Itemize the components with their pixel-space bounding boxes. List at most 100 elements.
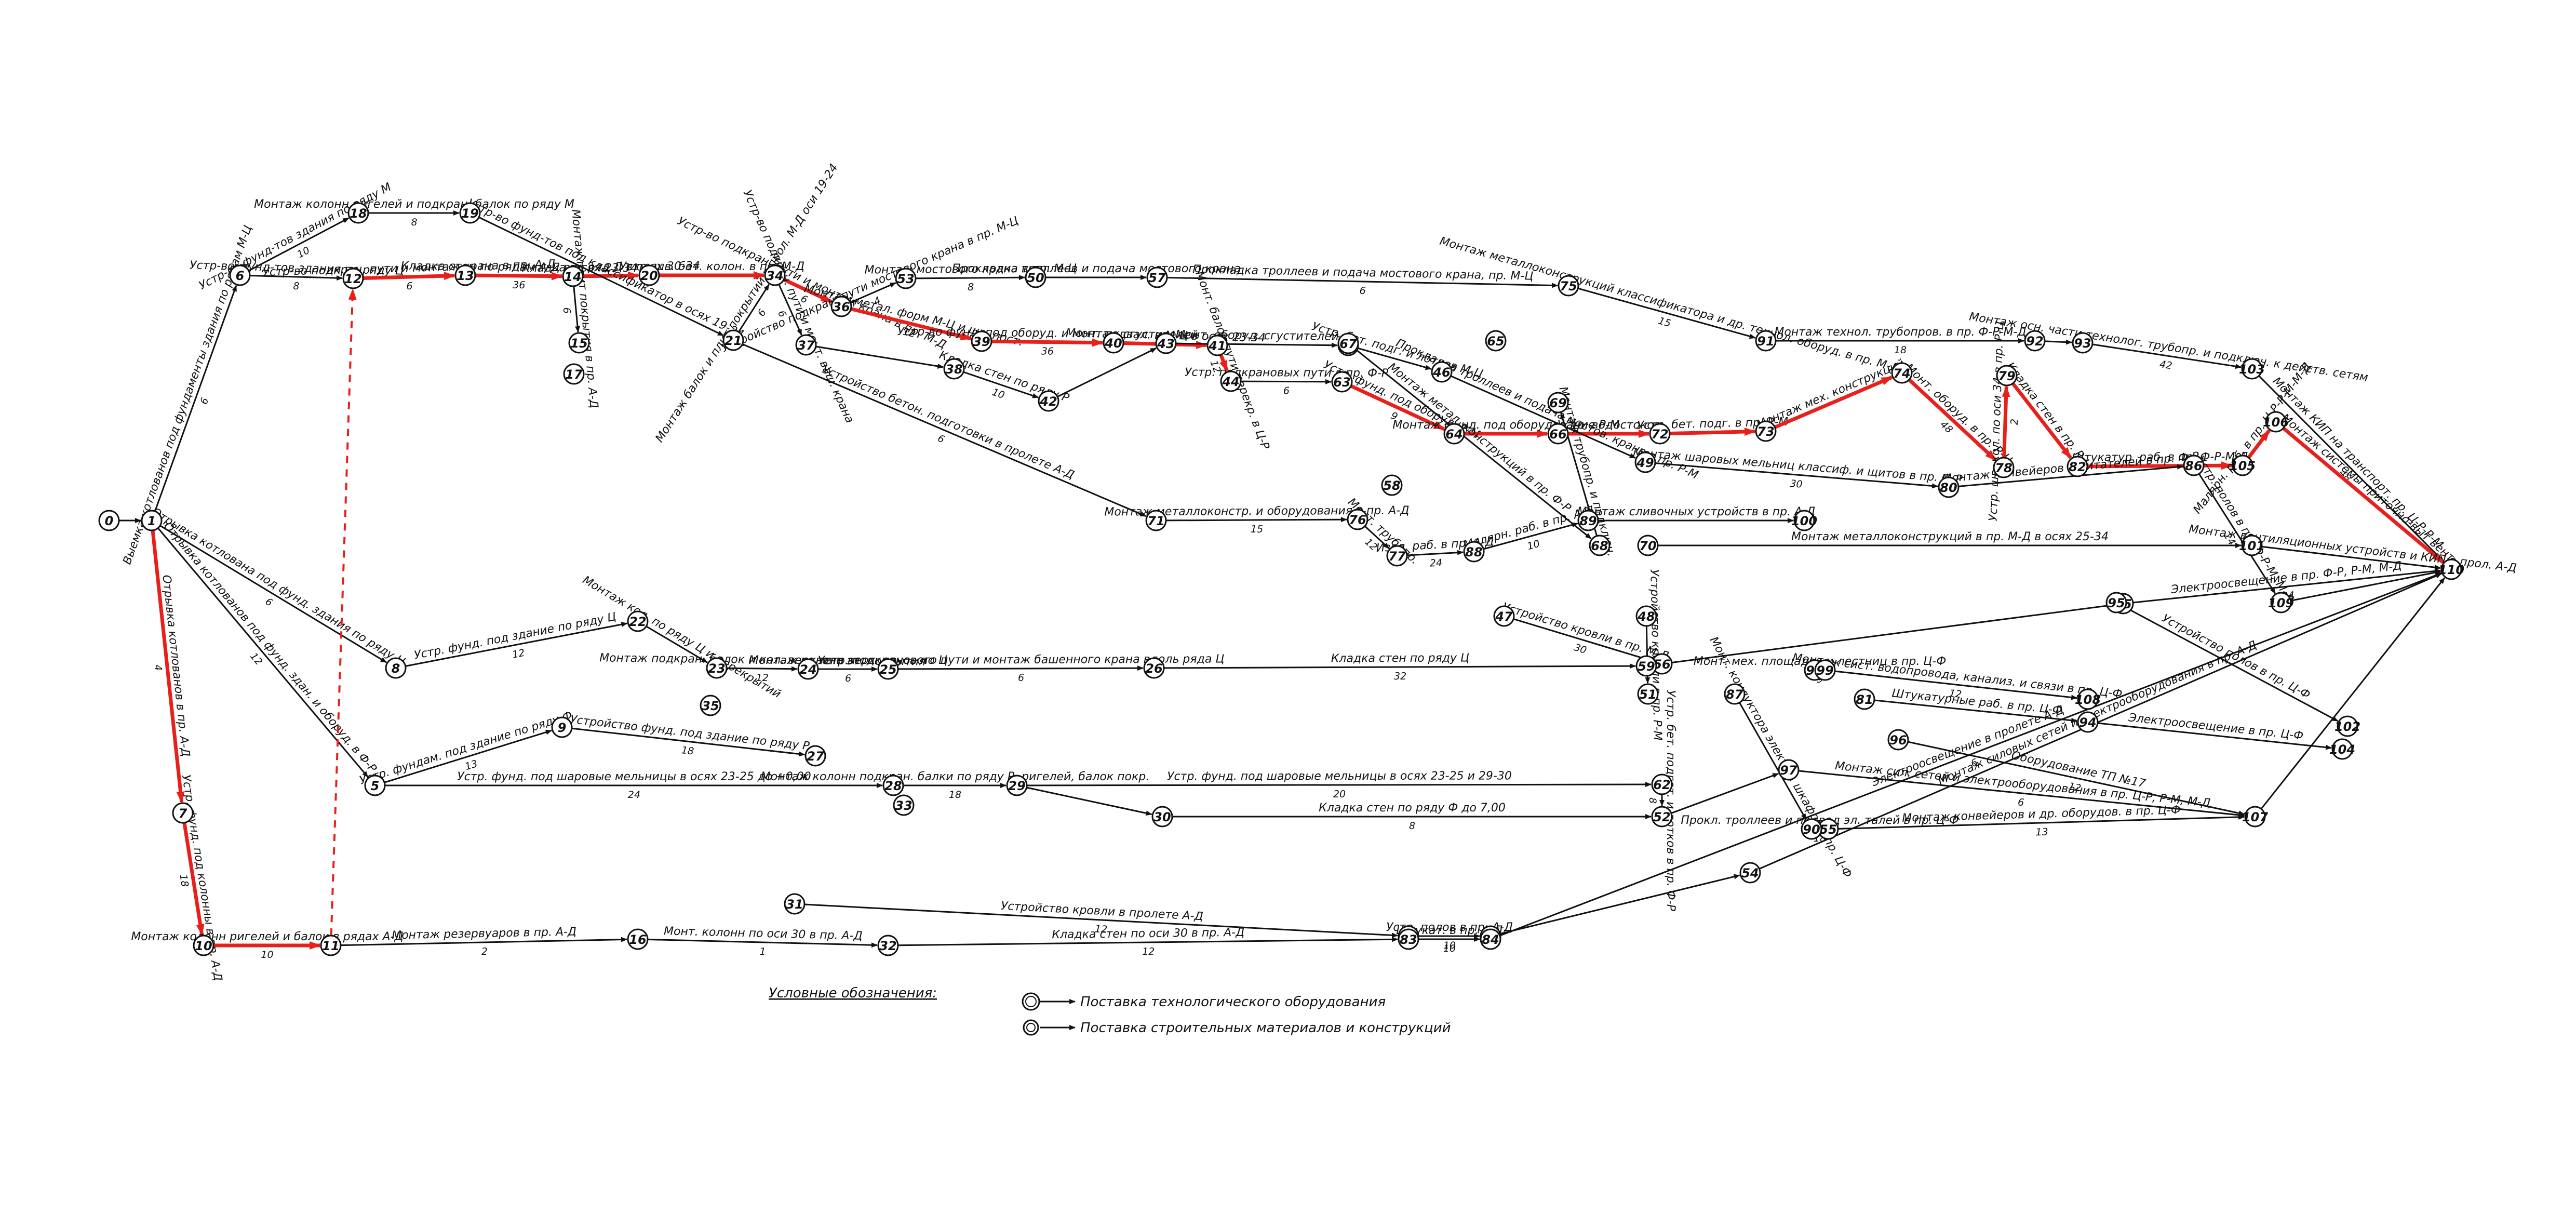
event-node-93: 93 bbox=[2072, 332, 2094, 354]
node-circle bbox=[1755, 330, 1777, 352]
node-circle bbox=[1547, 392, 1569, 414]
edge-label: Устр. фунд. под шаровые мельницы в осях … bbox=[1167, 769, 1512, 783]
edge-label: Монтаж силовых сетей и электрооборудован… bbox=[1936, 638, 2259, 788]
edge-line bbox=[1739, 702, 1807, 820]
node-circle bbox=[895, 268, 917, 289]
edge-duration: 8 bbox=[968, 282, 974, 293]
event-node-72: 72 bbox=[1649, 423, 1671, 445]
event-node-107: 107 bbox=[2242, 806, 2268, 828]
node-number: 97 bbox=[1780, 763, 1797, 778]
event-node-36: 36 bbox=[830, 296, 852, 317]
edge-label: Монт. оборуд. сгустителей bbox=[1175, 328, 1339, 343]
node-number: 110 bbox=[2438, 563, 2464, 577]
edge-89-100: Монтаж сливочных устройств в пр. А-Д bbox=[1577, 505, 1815, 523]
node-number: 105 bbox=[2230, 459, 2256, 473]
edge-label: Кладка стен по рядам А-Д в осях 23-34 bbox=[400, 260, 637, 275]
node-circle bbox=[804, 745, 826, 767]
event-node-19: 19 bbox=[459, 202, 481, 224]
node-circle bbox=[1006, 775, 1028, 796]
node-circle bbox=[1649, 423, 1671, 445]
event-node-0: 0 bbox=[98, 510, 120, 531]
node-number: 88 bbox=[1465, 545, 1482, 559]
edge-line bbox=[2044, 339, 2073, 345]
node-circle bbox=[1038, 390, 1059, 412]
edge-line bbox=[646, 625, 708, 663]
node-circle bbox=[1206, 335, 1228, 356]
event-node-17: 17 bbox=[563, 363, 585, 385]
edge-line bbox=[850, 282, 896, 303]
node-number: 78 bbox=[1995, 461, 2012, 475]
node-circle bbox=[364, 775, 386, 796]
edge-duration: 1 bbox=[759, 946, 766, 957]
double-circle-small-inner-icon bbox=[1026, 1023, 1036, 1032]
node-circle bbox=[627, 610, 649, 632]
edge-line bbox=[151, 530, 185, 804]
edge-duration: 10 bbox=[296, 245, 312, 261]
node-number: 37 bbox=[797, 338, 815, 353]
node-circle bbox=[1431, 361, 1453, 383]
event-node-33: 33 bbox=[893, 794, 915, 816]
edge-line bbox=[1165, 517, 1348, 523]
node-circle bbox=[347, 202, 369, 224]
node-number: 31 bbox=[786, 897, 803, 912]
event-node-54: 54 bbox=[1739, 862, 1761, 884]
edge-line bbox=[330, 288, 357, 936]
edge-duration: 12 bbox=[756, 672, 769, 684]
edge-duration: 6 bbox=[1283, 385, 1290, 396]
node-number: 46 bbox=[1432, 365, 1450, 380]
edge-line bbox=[1908, 741, 2245, 816]
edge-line bbox=[2092, 343, 2242, 369]
edge-duration: 6 bbox=[936, 433, 946, 446]
event-node-55: 55 bbox=[1817, 818, 1839, 840]
node-number: 106 bbox=[2263, 415, 2289, 430]
event-node-5: 5 bbox=[364, 775, 386, 796]
edge-line bbox=[154, 285, 237, 512]
event-node-100: 100 bbox=[1791, 510, 1817, 531]
node-circle bbox=[877, 935, 899, 956]
node-number: 71 bbox=[1147, 514, 1164, 528]
edge-line bbox=[1837, 814, 2245, 830]
event-node-75: 75 bbox=[1558, 275, 1579, 297]
edge-label: Монтаж колонн ригелей и балок в рядах А-… bbox=[131, 930, 403, 943]
node-circle bbox=[2077, 688, 2099, 710]
edge-label: Электроосвещение в пр. Ц-Ф bbox=[2127, 711, 2304, 743]
node-circle bbox=[2077, 711, 2099, 733]
edge-label: Прокладка троллеев и подача мостового кр… bbox=[1192, 263, 1534, 283]
edge-94-104: Электроосвещение в пр. Ц-Ф bbox=[2097, 711, 2332, 750]
node-number: 102 bbox=[2334, 719, 2360, 734]
event-node-69: 69 bbox=[1547, 392, 1569, 414]
edge-92-93 bbox=[2044, 339, 2073, 345]
edge-line bbox=[726, 666, 798, 672]
edge-line bbox=[363, 272, 456, 281]
node-circle bbox=[943, 358, 965, 380]
node-circle bbox=[700, 695, 721, 716]
edge-duration: 6 bbox=[406, 281, 413, 292]
edge-37-38 bbox=[815, 345, 944, 369]
node-circle bbox=[1443, 423, 1465, 445]
node-circle bbox=[2105, 592, 2127, 614]
node-number: 86 bbox=[2185, 459, 2202, 473]
node-circle bbox=[893, 794, 915, 816]
edge-duration: 6 bbox=[263, 596, 275, 609]
node-number: 103 bbox=[2239, 362, 2265, 377]
node-circle bbox=[627, 928, 649, 950]
edge-line bbox=[384, 729, 552, 783]
node-number: 104 bbox=[2329, 742, 2355, 757]
node-number: 74 bbox=[1893, 366, 1910, 381]
node-number: 70 bbox=[1639, 539, 1656, 553]
event-node-37: 37 bbox=[795, 334, 817, 356]
edge-label: Устр. бет. подгот. и лотков в пр. Ф-Р bbox=[1664, 690, 1677, 912]
edge-line bbox=[2247, 429, 2271, 459]
edge-label: Монтаж фунд. под оборудование Р-М bbox=[1392, 419, 1619, 432]
edge-line bbox=[1026, 786, 1152, 816]
edge-line bbox=[737, 284, 770, 332]
node-number: 109 bbox=[2268, 596, 2294, 610]
event-node-87: 87 bbox=[1724, 683, 1746, 705]
edge-57-75: Прокладка троллеев и подача мостового кр… bbox=[1166, 263, 1559, 297]
edge-line bbox=[2097, 722, 2332, 750]
node-circle bbox=[1637, 683, 1659, 705]
edge-line bbox=[1219, 354, 1229, 372]
node-circle bbox=[2241, 535, 2263, 556]
